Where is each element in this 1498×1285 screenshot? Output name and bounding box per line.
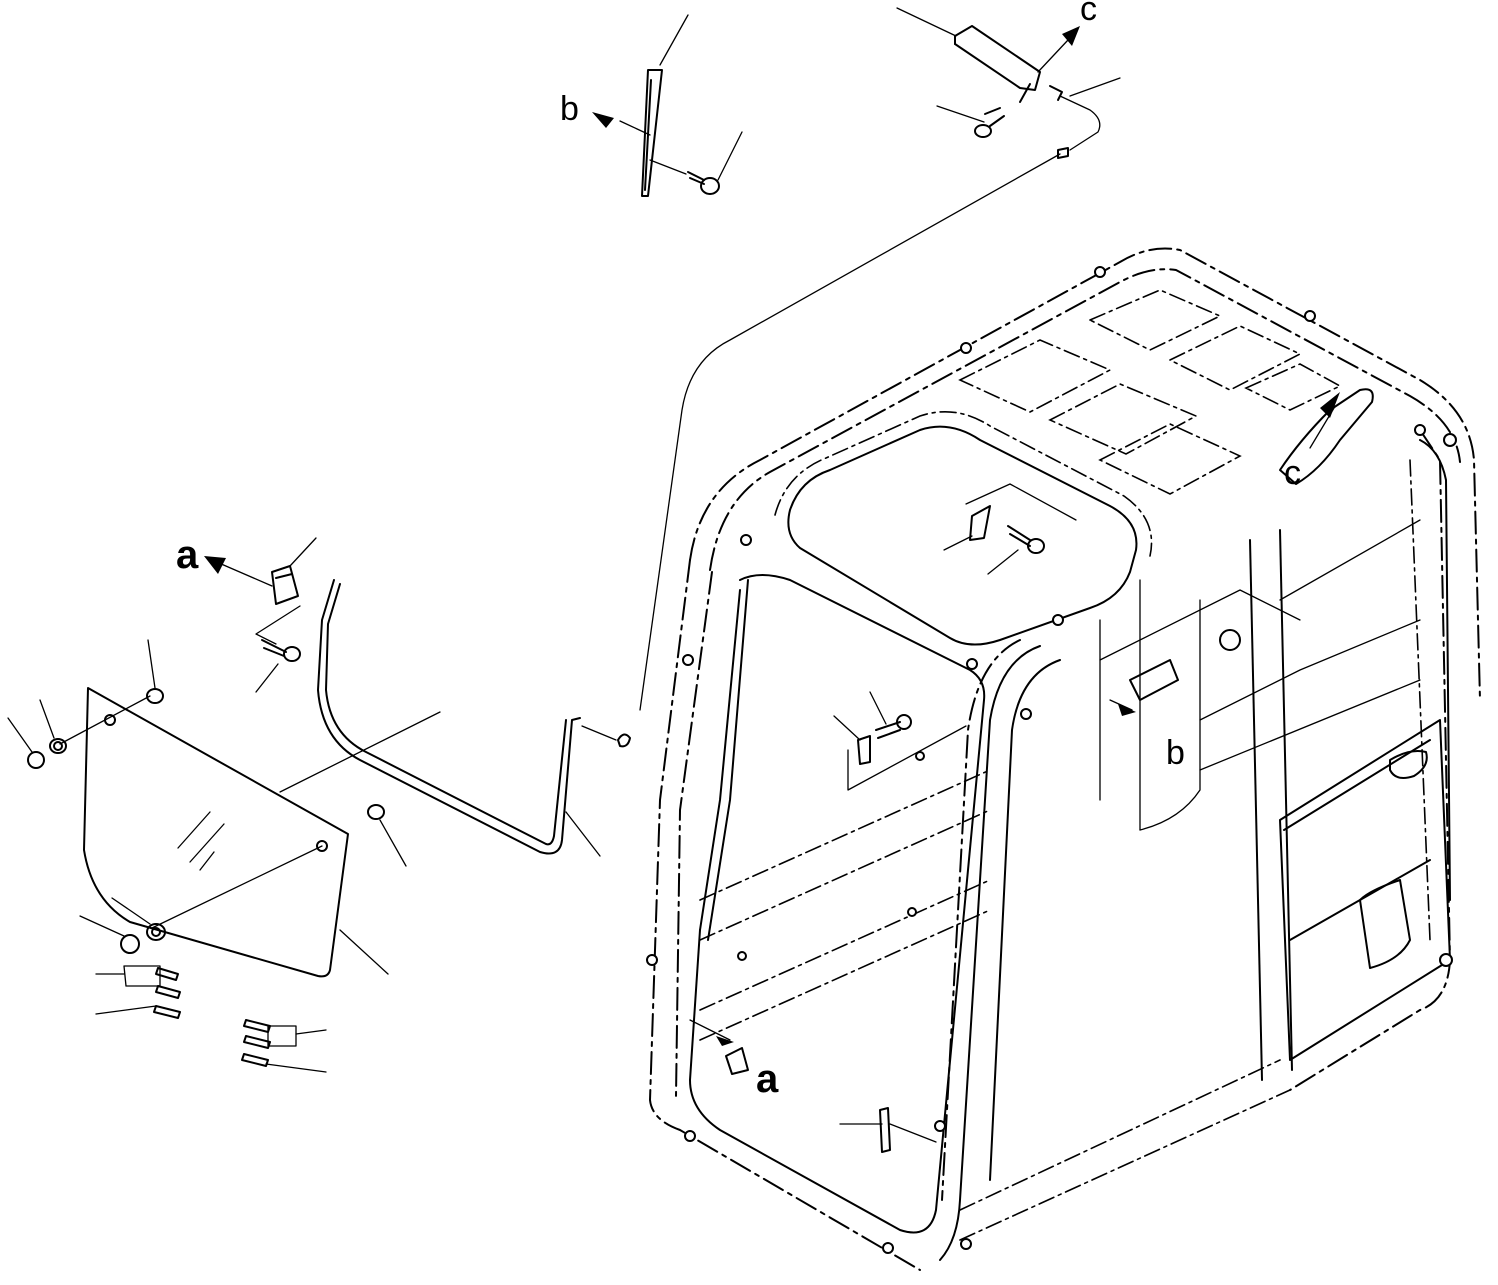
bracket-part-a [204,537,317,693]
label-c-top: c [1080,0,1097,28]
washer-parts [7,639,407,954]
callout-clip-roof [943,483,1077,575]
cab-frame [646,247,1481,1271]
label-b-top: b [560,90,579,128]
label-a-bottom: a [756,1057,779,1101]
defroster-strip-part [592,14,689,197]
upper-light-part [896,7,1121,159]
wiring-harness [617,153,1061,748]
glass-pane-part [59,687,441,978]
label-b-right: b [1166,734,1185,772]
reference-arrow-a [689,1019,749,1075]
weatherstrip-part [317,579,617,857]
label-a-left: a [176,533,199,577]
label-c-right: c [1284,454,1301,492]
shim-parts [95,965,327,1073]
callout-clip-front [833,691,967,791]
bolt-part-top [649,131,743,195]
callout-lower-clip [839,1107,937,1153]
reference-arrow-b [1109,659,1179,716]
